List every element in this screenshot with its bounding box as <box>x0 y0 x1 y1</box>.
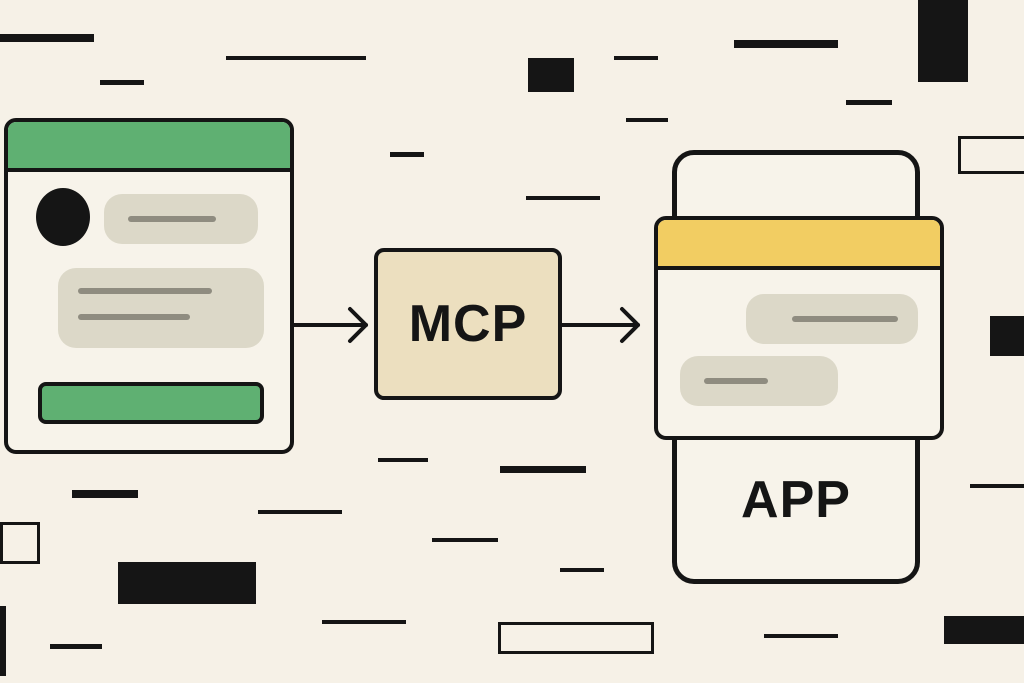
chat-bubble <box>58 268 264 348</box>
app-window-header <box>658 220 940 270</box>
mcp-box: MCP <box>374 248 562 400</box>
decor-bar <box>390 152 424 157</box>
decor-block <box>528 58 574 92</box>
decor-bar <box>560 568 604 572</box>
decor-bar <box>626 118 668 122</box>
chat-bubble <box>104 194 258 244</box>
decor-outline-rect <box>0 522 40 564</box>
decor-bar <box>500 466 586 473</box>
chat-input-bar <box>38 382 264 424</box>
decor-bar <box>0 606 6 676</box>
mcp-label: MCP <box>408 295 528 353</box>
bubble-text-line <box>78 314 190 320</box>
decor-outline-rect <box>958 136 1024 174</box>
avatar <box>36 188 90 246</box>
decor-bar <box>764 634 838 638</box>
decor-bar <box>0 34 94 42</box>
app-bubble <box>746 294 918 344</box>
decor-outline-rect <box>498 622 654 654</box>
decor-bar <box>72 490 138 498</box>
decor-block <box>118 562 256 604</box>
arrow-right-icon <box>348 307 368 343</box>
decor-bar <box>258 510 342 514</box>
app-bubble <box>680 356 838 406</box>
decor-block <box>944 616 1024 644</box>
decor-bar <box>100 80 144 85</box>
decor-block <box>918 0 968 82</box>
bubble-text-line <box>128 216 216 222</box>
chat-window-header <box>8 122 290 172</box>
decor-bar <box>322 620 406 624</box>
chat-window <box>4 118 294 454</box>
decor-bar <box>432 538 498 542</box>
decor-bar <box>526 196 600 200</box>
bubble-text-line <box>792 316 898 322</box>
decor-bar <box>970 484 1024 488</box>
bubble-text-line <box>78 288 212 294</box>
decor-bar <box>734 40 838 48</box>
arrow-right-icon <box>620 307 640 343</box>
app-label: APP <box>741 471 851 529</box>
decor-bar <box>50 644 102 649</box>
decor-bar <box>378 458 428 462</box>
decor-block <box>990 316 1024 356</box>
decor-bar <box>226 56 366 60</box>
decor-bar <box>846 100 892 105</box>
bubble-text-line <box>704 378 768 384</box>
app-window <box>654 216 944 440</box>
decor-bar <box>614 56 658 60</box>
